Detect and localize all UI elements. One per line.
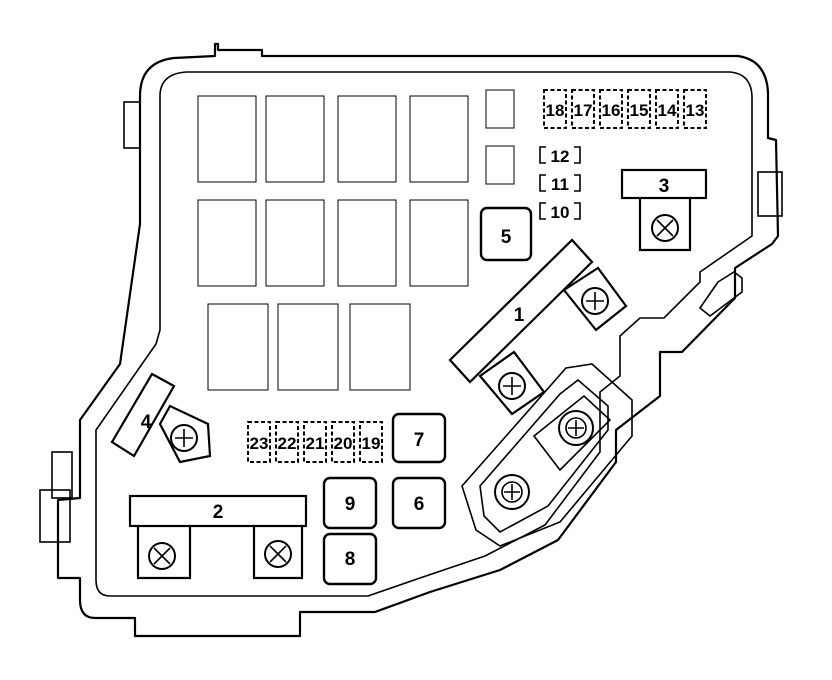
- fuse-18-label: 18: [546, 101, 565, 120]
- terminal-divider: [532, 394, 612, 472]
- fuse-7-box: [391, 412, 447, 464]
- fuse-5-label: 5: [501, 227, 512, 248]
- fuse-16-label: 16: [602, 101, 621, 120]
- fuse-9-box: [322, 476, 378, 530]
- fuse-20-slot: [331, 421, 355, 463]
- fuse-4-bolt-cross: [175, 429, 193, 447]
- relay-small-upper: [485, 89, 515, 129]
- fuse-6-box: [391, 476, 447, 530]
- fuse-2-left-bolt-cross: [153, 547, 171, 565]
- fuse-2-right-bolt-cross: [269, 545, 287, 563]
- fuse-17-slot: [571, 89, 595, 129]
- fuse-8-label: 8: [345, 549, 356, 570]
- relay-r2c2: [265, 199, 325, 287]
- housing-outer-outline: [56, 42, 780, 638]
- relay-r1c1: [197, 95, 257, 183]
- fuse-9-label: 9: [345, 494, 356, 515]
- fuse-22-slot: [275, 421, 299, 463]
- fuse-15-label: 15: [630, 101, 649, 120]
- mount-tab-right-lower: [698, 271, 743, 318]
- mount-tab-left-mid: [51, 451, 73, 499]
- fuse-4-assembly: 4: [110, 372, 212, 464]
- fuse-17-label: 17: [574, 101, 593, 120]
- mount-tab-left-lower: [39, 489, 71, 543]
- terminal-lower-bolt-cross: [504, 484, 520, 500]
- relay-r2c3: [337, 199, 397, 287]
- fuse-2-bar: [128, 494, 308, 528]
- fuse-11-label: 11: [551, 175, 569, 194]
- terminal-block-inner: [479, 378, 609, 533]
- relay-r1c4: [409, 95, 469, 183]
- fuse-1-lower-bolt-cross: [503, 377, 521, 395]
- fuse-20-label: 20: [334, 434, 353, 453]
- relay-r1c2: [265, 95, 325, 183]
- fuse-3-bar: [620, 168, 708, 200]
- relay-r3c3: [349, 303, 411, 391]
- terminal-upper-bolt-ring: [565, 417, 587, 439]
- fuse-12-bracket: [539, 146, 581, 164]
- relay-r1c3: [337, 95, 397, 183]
- fuse-2-label: 2: [213, 502, 224, 523]
- fuse-3-label: 3: [659, 176, 670, 197]
- fuse-6-label: 6: [414, 494, 425, 515]
- relay-r3c2: [277, 303, 339, 391]
- fuse-1-label: 1: [514, 305, 525, 326]
- mount-tab-left-upper: [123, 101, 141, 149]
- fuse-14-slot: [655, 89, 679, 129]
- fuse-12-label: 12: [551, 147, 570, 166]
- fuse-11-bracket: [539, 174, 581, 192]
- housing-inner-outline: [95, 71, 753, 597]
- terminal-upper-bolt-cross: [568, 420, 584, 436]
- mount-tab-right-upper: [757, 171, 783, 217]
- fuse-14-label: 14: [658, 101, 677, 120]
- fuse-13-slot: [683, 89, 707, 129]
- terminal-lower-bolt-ring: [501, 481, 523, 503]
- fuse-10-label: 10: [551, 203, 570, 222]
- terminal-block-outline: [461, 363, 633, 547]
- fuse-1-upper-bolt-cross: [586, 292, 604, 310]
- relay-small-lower: [485, 145, 515, 185]
- fuse-3-bolt-cross: [656, 219, 674, 237]
- fuse-21-slot: [303, 421, 327, 463]
- fuse-23-label: 23: [250, 434, 269, 453]
- fuse-15-slot: [627, 89, 651, 129]
- fuse-4-label: 4: [141, 412, 152, 433]
- fuse-7-label: 7: [414, 430, 425, 451]
- fuse-5-box: [479, 206, 533, 262]
- fuse-23-slot: [247, 421, 271, 463]
- fuse-13-label: 13: [686, 101, 705, 120]
- fuse-1-bar: [448, 238, 594, 384]
- relay-r3c1: [207, 303, 269, 391]
- fuse-2-assembly: 2: [128, 494, 308, 580]
- fuse-19-slot: [359, 421, 383, 463]
- fuse-1-assembly: 1: [448, 238, 628, 416]
- terminal-block: [461, 363, 633, 547]
- relay-r2c4: [409, 199, 469, 287]
- fuse-21-label: 21: [306, 434, 325, 453]
- fuse-22-label: 22: [278, 434, 297, 453]
- fuse-8-box: [322, 532, 378, 586]
- fuse-18-slot: [543, 89, 567, 129]
- relay-r2c1: [197, 199, 257, 287]
- fuse-4-bar: [110, 372, 176, 458]
- fuse-10-bracket: [539, 202, 581, 220]
- fuse-19-label: 19: [362, 434, 381, 453]
- fuse-16-slot: [599, 89, 623, 129]
